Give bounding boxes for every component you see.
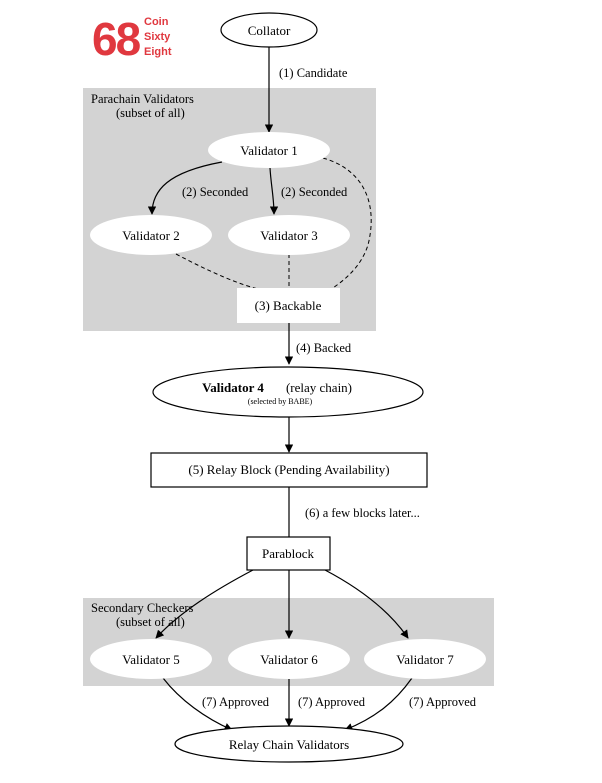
node-parablock: Parablock xyxy=(246,536,331,571)
node-validator-3: Validator 3 xyxy=(228,215,350,255)
coin-sixty-eight-logo: 68 Coin Sixty Eight xyxy=(92,13,172,65)
label-seconded-right: (2) Seconded xyxy=(281,185,348,199)
edge-validator-1-to-validator-3 xyxy=(269,167,279,215)
node-validator-1-label: Validator 1 xyxy=(240,143,297,158)
edge-validator-1-to-validator-2 xyxy=(147,161,223,215)
node-validator-5: Validator 5 xyxy=(90,639,212,679)
node-relay-chain-validators-shape xyxy=(174,725,404,763)
node-validator-4-role: (relay chain) xyxy=(286,380,352,395)
node-validator-4-name: Validator 4 xyxy=(202,380,264,395)
node-validator-2-label: Validator 2 xyxy=(122,228,179,243)
node-relay-block-label: (5) Relay Block (Pending Availability) xyxy=(188,462,389,477)
node-collator-label: Collator xyxy=(248,23,291,38)
label-approved-5: (7) Approved xyxy=(202,695,270,709)
edge-labels: (1) Candidate (2) Seconded (2) Seconded … xyxy=(182,66,477,709)
cluster-parachain-validators-title: Parachain Validators xyxy=(91,92,194,106)
node-backable-shape xyxy=(237,288,340,323)
logo-line-2: Sixty xyxy=(144,31,171,43)
label-backed: (4) Backed xyxy=(296,341,352,355)
logo-digits: 68 xyxy=(92,13,141,65)
label-seconded-left: (2) Seconded xyxy=(182,185,249,199)
node-validator-2-shape xyxy=(90,215,212,255)
node-validator-5-shape xyxy=(90,639,212,679)
node-relay-block: (5) Relay Block (Pending Availability) xyxy=(150,452,428,488)
node-parablock-shape xyxy=(246,536,331,571)
node-validator-7: Validator 7 xyxy=(364,639,486,679)
logo-line-3: Eight xyxy=(144,46,172,58)
node-validator-4-note: (selected by BABE) xyxy=(248,397,313,406)
logo-line-1: Coin xyxy=(144,16,169,28)
node-validator-7-label: Validator 7 xyxy=(396,652,454,667)
node-validator-4-shape xyxy=(152,366,424,418)
node-validator-5-label: Validator 5 xyxy=(122,652,179,667)
node-validator-3-shape xyxy=(228,215,350,255)
edge-parablock-to-validator-7 xyxy=(324,569,409,639)
node-collator: Collator xyxy=(220,12,318,48)
node-validator-1-shape xyxy=(208,132,330,168)
node-validator-2: Validator 2 xyxy=(90,215,212,255)
node-validator-6: Validator 6 xyxy=(228,639,350,679)
label-candidate: (1) Candidate xyxy=(279,66,348,80)
node-validator-7-shape xyxy=(364,639,486,679)
node-validator-3-label: Validator 3 xyxy=(260,228,317,243)
cluster-secondary-checkers-subtitle: (subset of all) xyxy=(116,615,185,629)
edge-validator-5-to-relay-chain-validators xyxy=(162,677,233,731)
label-approved-6: (7) Approved xyxy=(298,695,366,709)
node-validator-6-shape xyxy=(228,639,350,679)
node-relay-chain-validators: Relay Chain Validators xyxy=(174,725,404,763)
node-parablock-label: Parablock xyxy=(262,546,314,561)
node-relay-block-shape xyxy=(150,452,428,488)
cluster-parachain-validators-subtitle: (subset of all) xyxy=(116,106,185,120)
label-approved-7: (7) Approved xyxy=(409,695,477,709)
edge-validator-1-dashed-to-backable xyxy=(322,157,372,291)
node-validator-6-label: Validator 6 xyxy=(260,652,318,667)
node-validator-1: Validator 1 xyxy=(208,132,330,168)
edge-parablock-to-validator-5 xyxy=(155,569,254,639)
node-relay-chain-validators-label: Relay Chain Validators xyxy=(229,737,349,752)
node-validator-4: Validator 4 (relay chain) (selected by B… xyxy=(152,366,424,418)
edge-validator-7-to-relay-chain-validators xyxy=(344,677,413,732)
cluster-parachain-validators: Parachain Validators (subset of all) xyxy=(83,88,376,331)
node-backable-label: (3) Backable xyxy=(255,298,322,313)
label-few-blocks-later: (6) a few blocks later... xyxy=(305,506,420,520)
cluster-secondary-checkers-title: Secondary Checkers xyxy=(91,601,194,615)
node-backable: (3) Backable xyxy=(237,288,340,323)
edges xyxy=(147,47,413,732)
node-collator-shape xyxy=(220,12,318,48)
